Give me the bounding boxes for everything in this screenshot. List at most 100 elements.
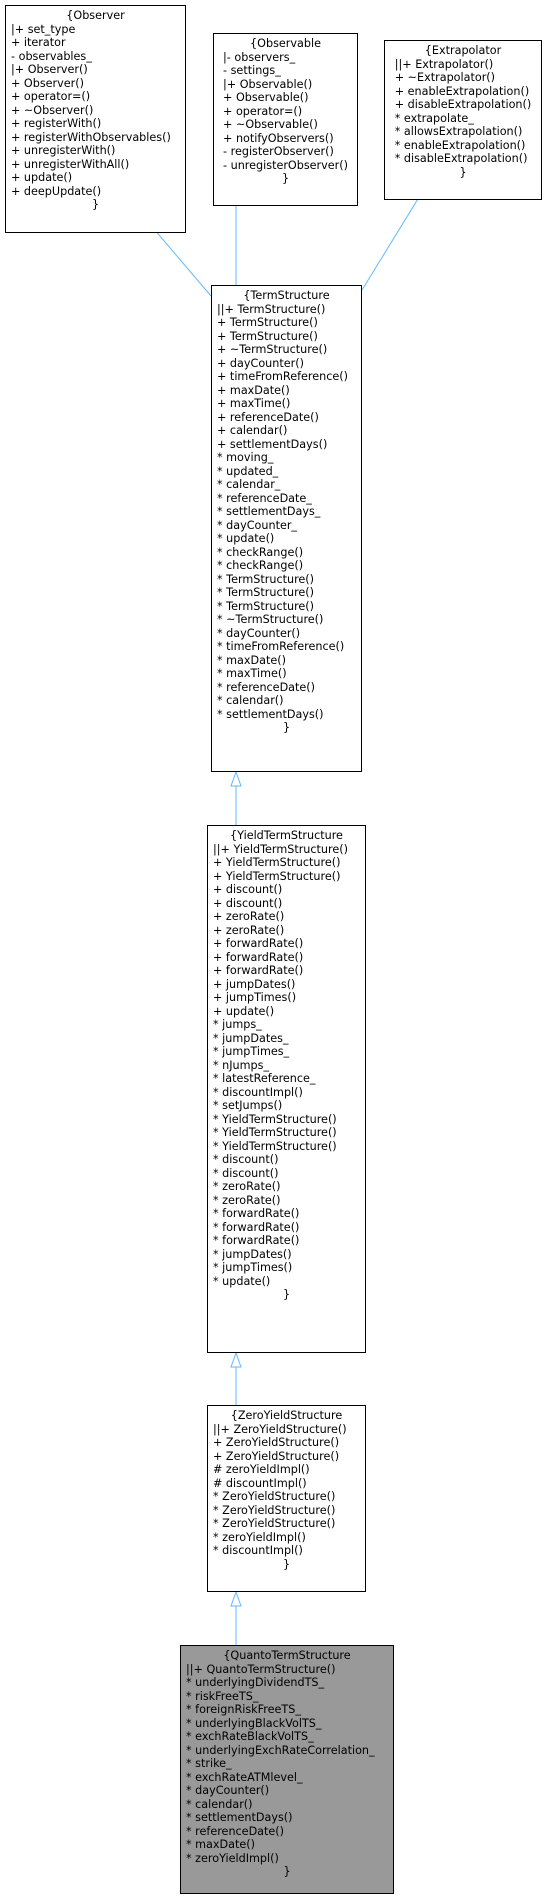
class-member: * dayCounter() [186,1784,270,1797]
class-member: ||+ ZeroYieldStructure() [213,1422,347,1436]
class-member: * exchRateBlackVolTS_ [186,1730,314,1743]
hollow-arrowhead-icon [230,770,242,787]
class-member: * YieldTermStructure() [213,1139,337,1153]
class-member: * settlementDays() [186,1811,293,1824]
closing-brace: } [459,165,467,179]
class-member: + enableExtrapolation() [394,84,530,98]
edge-quanto-to-zeroyield [230,1590,242,1645]
class-member: * jumps_ [213,1018,262,1031]
class-member: ||+ Extrapolator() [394,57,494,71]
class-member: + Observable() [223,91,309,104]
class-member: * maxDate() [217,653,286,667]
class-member: * YieldTermStructure() [213,1112,337,1126]
class-member: + YieldTermStructure() [213,856,341,869]
class-member: + update() [213,1004,275,1018]
member-list: ||+ ZeroYieldStructure() + ZeroYieldStruc… [208,1423,365,1558]
class-member: + deepUpdate() [11,184,102,198]
class-member: + ~Observable() [223,118,318,131]
class-member: + notifyObservers() [223,131,334,145]
class-member: * discountImpl() [213,1544,303,1557]
class-member: |+ set_type [11,22,76,36]
class-member: * jumpTimes() [213,1261,293,1274]
class-member: * TermStructure() [217,599,315,613]
class-member: * discount() [213,1153,279,1166]
term-structure-class-node[interactable]: {TermStructure ||+ TermStructure()+ Term… [211,285,362,772]
class-member: + discount() [213,883,283,896]
closing-brace: } [282,1557,291,1571]
class-member: * referenceDate() [186,1824,285,1838]
class-member: * zeroRate() [213,1193,281,1207]
observable-class-node[interactable]: {Observable |- observers_- settings_|+ O… [213,33,358,206]
class-title: {TermStructure [243,289,330,302]
class-member: * update() [213,1274,271,1288]
class-member: * underlyingBlackVolTS_ [186,1716,322,1730]
class-member: |- observers_ [223,50,296,64]
class-member: + ~TermStructure() [217,343,328,356]
class-member: + forwardRate() [213,937,304,950]
class-member: + unregisterWithAll() [11,157,130,171]
class-member: # zeroYieldImpl() [213,1463,310,1476]
class-member: * enableExtrapolation() [394,138,526,152]
class-member: ||+ YieldTermStructure() [213,842,348,856]
class-member: ||+ QuantoTermStructure() [186,1662,336,1676]
class-member: * jumpDates_ [213,1031,289,1045]
class-member: * discount() [213,1166,279,1180]
zero-yield-structure-class-node[interactable]: {ZeroYieldStructure ||+ ZeroYieldStructu… [207,1405,366,1592]
closing-brace: } [91,198,100,211]
class-member: - registerObserver() [223,145,334,158]
class-member: * timeFromReference() [217,640,345,653]
class-member: * ZeroYieldStructure() [213,1517,336,1530]
class-member: + unregisterWith() [11,144,116,157]
class-member: * ZeroYieldStructure() [213,1503,336,1517]
class-member: * dayCounter() [217,626,301,640]
class-member: # discountImpl() [213,1476,307,1490]
class-member: * jumpTimes_ [213,1045,290,1058]
class-member: + settlementDays() [217,437,328,451]
class-member: + calendar() [217,424,288,437]
class-member: * exchRateATMlevel_ [186,1770,303,1784]
class-member: - unregisterObserver() [223,158,348,172]
class-member: * referenceDate_ [217,491,312,505]
class-member: * maxDate() [186,1838,255,1851]
class-member: + TermStructure() [217,329,318,343]
class-member: + forwardRate() [213,964,304,977]
class-member: * calendar() [186,1797,253,1811]
class-member: * moving_ [217,451,274,464]
yield-term-structure-class-node[interactable]: {YieldTermStructure ||+ YieldTermStructu… [207,825,366,1353]
class-member: - settings_ [223,64,281,77]
class-member: + disableExtrapolation() [394,98,532,111]
class-member: + zeroRate() [213,923,285,937]
member-list: ||+ QuantoTermStructure()* underlyingDiv… [181,1663,393,1866]
class-member: + registerWith() [11,117,102,130]
member-list: ||+ Extrapolator()+ ~Extrapolator()+ ena… [395,58,532,166]
class-member: |+ Observable() [223,77,313,91]
class-member: - observables_ [11,49,92,63]
class-member: * calendar() [217,694,284,707]
class-member: * foreignRiskFreeTS_ [186,1703,301,1716]
class-title: {QuantoTermStructure [223,1649,351,1662]
class-member: * TermStructure() [217,572,315,586]
observer-class-node[interactable]: {Observer |+ set_type+ iterator- observa… [5,5,186,233]
class-member: + jumpTimes() [213,991,297,1004]
member-list: ||+ TermStructure()+ TermStructure()+ Te… [212,303,361,722]
class-member: * underlyingExchRateCorrelation_ [186,1743,375,1757]
class-member: + zeroRate() [213,910,285,923]
class-member: + operator=() [223,104,303,118]
class-title: {ZeroYieldStructure [230,1409,343,1422]
extrapolator-class-node[interactable]: {Extrapolator ||+ Extrapolator()+ ~Extra… [384,40,542,200]
class-member: + discount() [213,896,283,910]
member-list: ||+ YieldTermStructure()+ YieldTermStruc… [208,843,365,1289]
class-member: * discountImpl() [213,1085,303,1099]
class-member: * ZeroYieldStructure() [213,1490,336,1503]
quanto-term-structure-class-node[interactable]: {QuantoTermStructure ||+ QuantoTermStruc… [180,1645,394,1894]
class-member: * zeroRate() [213,1180,281,1193]
class-member: * jumpDates() [213,1247,292,1261]
class-member: * settlementDays() [217,707,324,721]
class-member: + Observer() [11,76,84,90]
class-member: * calendar_ [217,478,281,491]
class-member: * checkRange() [217,545,304,559]
class-member: + ~Extrapolator() [394,71,496,84]
class-member: + jumpDates() [213,977,296,991]
class-title: {Extrapolator [424,44,502,57]
class-member: + ZeroYieldStructure() [213,1449,340,1463]
